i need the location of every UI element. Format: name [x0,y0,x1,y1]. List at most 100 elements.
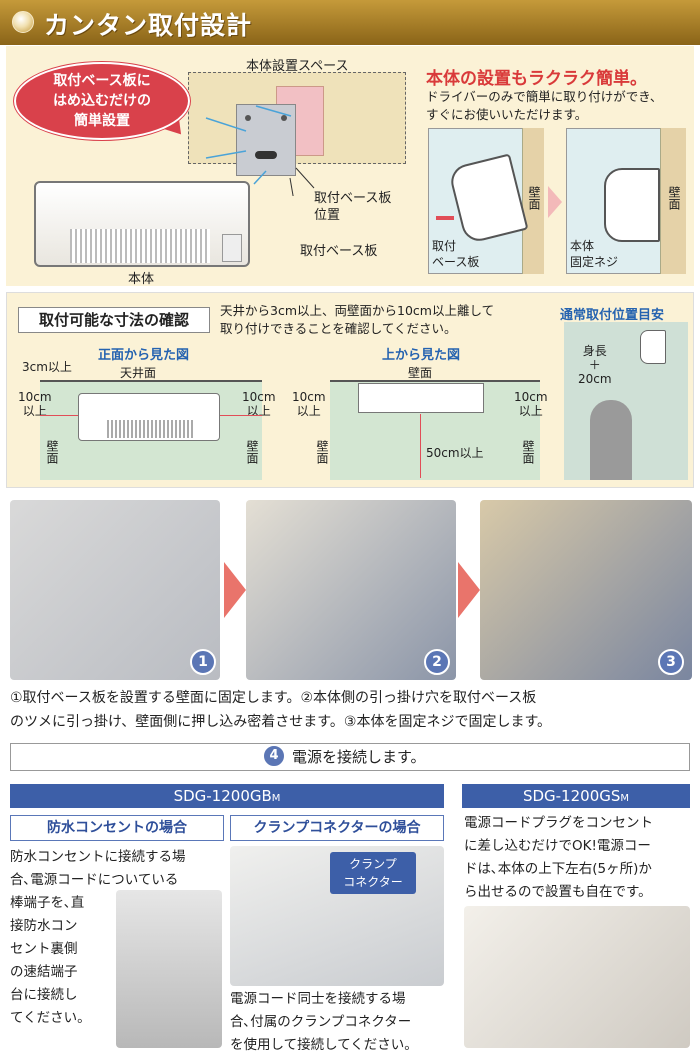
section-header [0,0,700,45]
unit-label: 本体 [128,272,155,287]
clamp-title: クランプコネクターの場合 [230,815,444,841]
dim-arrow [40,415,78,416]
power-step-bar [10,743,690,771]
text-line: ら出せるので設置も自在です。 [464,884,652,900]
unit-side-view-mounted [604,168,660,242]
usual-position-title: 通常取付位置目安 [560,308,665,323]
clamp-text: 電源コード同士を接続する場 合､付属のクランプコネクター を使用して接続してくだ… [230,988,448,1057]
section-title: カンタン取付設計 [44,11,253,40]
wall-strip [660,128,686,274]
waterproof-photo [116,890,222,1048]
step-number: 4 [262,744,286,768]
text-line: 台に接続し [10,987,78,1003]
right-10cm: 10cm 以上 [242,390,276,418]
screw-label: 本体 固定ネジ [570,238,618,270]
height-line: 20cm [578,372,612,386]
steps-description: ①取付ベース板を設置する壁面に固定します。②本体側の引っ掛け穴を取付ベース板 の… [10,686,694,734]
cm10-line: 以上 [246,404,271,418]
person-silhouette [590,400,632,480]
easy-install-desc: ドライバーのみで簡単に取り付けができ、 すぐにお使いいただけます。 [426,88,662,124]
height-label: 身長 ＋ 20cm [578,344,612,386]
plate-label: 取付ベース板 [300,244,378,259]
desc-line: のツメに引っ掛け、壁面側に押し込み密着させます。③本体を固定ネジで固定します。 [10,714,552,730]
model-gb-bar: SDG-1200GBM [10,784,444,808]
model-gs-bar: SDG-1200GSM [462,784,690,808]
unit-control-box [222,234,242,262]
dimension-title: 取付可能な寸法の確認 [18,307,210,333]
clamp-tag: クランプ コネクター [330,852,416,894]
ceiling-line [40,380,262,382]
callout-line: はめ込むだけの [53,93,151,109]
cm10-line: 10cm [514,390,548,404]
gs-text: 電源コードプラグをコンセント に差し込むだけでOK!電源コー ドは､本体の上下左… [464,812,694,904]
step-number: 3 [658,649,684,675]
text-line: 棒端子を､直 [10,895,85,911]
dim-arrow [220,415,262,416]
base-plate [236,104,296,176]
step-number: 2 [424,649,450,675]
model-gb-suffix: M [271,793,281,804]
wall-label: 壁面 [667,186,681,210]
cm10-line: 以上 [296,404,321,418]
front-unit [78,393,220,441]
wall-label: 壁面 [315,440,329,464]
waterproof-title: 防水コンセントの場合 [10,815,224,841]
step-arrow [458,562,480,618]
text-line: 合､付属のクランプコネクター [230,1014,412,1030]
plate-position-line: 取付ベース板 [314,191,392,206]
easy-install-title: 本体の設置もラクラク簡単。 [426,69,647,89]
text-line: を使用して接続してください。 [230,1037,418,1053]
ceiling-label: 天井面 [120,366,157,380]
desc-line: ①取付ベース板を設置する壁面に固定します。②本体側の引っ掛け穴を取付ベース板 [10,690,537,706]
step-number: 1 [190,649,216,675]
screw-line: 本体 [570,239,595,253]
text-line: 合､電源コードについている [10,872,179,888]
unit-grille [70,229,210,263]
cm10-line: 10cm [292,390,326,404]
dimension-note: 天井から3cm以上、両壁面から10cm以上離して 取り付けできることを確認してく… [220,302,494,338]
tag-line: クランプ [349,857,397,871]
wall-label: 壁面 [245,440,259,464]
cm10-line: 以上 [22,404,47,418]
text-line: 電源コードプラグをコンセント [464,815,653,831]
power-label: 電源を接続します。 [292,748,426,766]
callout-line: 簡単設置 [74,113,130,129]
wall-label: 壁面 [527,186,541,210]
text-line: の速結端子 [10,964,78,980]
step-arrow [548,186,562,218]
height-line: 身長 [582,344,607,358]
cm3-label: 3cm以上 [22,360,72,374]
note-line: 天井から3cm以上、両壁面から10cm以上離して [220,303,495,318]
desc-line: ドライバーのみで簡単に取り付けができ、 [426,89,663,104]
space-label: 本体設置スペース [246,59,349,74]
step-photo-2 [246,500,456,680]
left-10cm-top: 10cm 以上 [292,390,326,418]
text-line: に差し込むだけでOK!電源コー [464,838,651,854]
usual-unit [640,330,666,364]
text-line: 電源コード同士を接続する場 [230,991,406,1007]
bullet-icon [12,11,34,33]
cm10-line: 10cm [242,390,276,404]
text-line: セント裏側 [10,941,78,957]
model-gs: SDG-1200GS [522,787,621,805]
top-unit [358,383,484,413]
cm10-line: 10cm [18,390,52,404]
screw-lines [205,105,315,196]
step-arrow [224,562,246,618]
wall-line [330,380,540,382]
left-10cm: 10cm 以上 [18,390,52,418]
wall-strip [522,128,544,274]
dim-arrow [420,414,421,478]
plate-position-line: 位置 [314,208,341,223]
height-line: ＋ [588,358,601,372]
cm10-line: 以上 [518,404,543,418]
text-line: てください。 [10,1010,91,1026]
cm50-label: 50cm以上 [426,446,484,460]
callout-bubble: 取付ベース板に はめ込むだけの 簡単設置 [14,62,190,140]
wall-label: 壁面 [521,440,535,464]
model-gb: SDG-1200GB [173,787,272,805]
note-line: 取り付けできることを確認してください。 [220,321,457,336]
waterproof-text: 防水コンセントに接続する場 合､電源コードについている 棒端子を､直 接防水コン… [10,846,228,1030]
front-view-title: 正面から見た図 [98,348,190,363]
step-photo-3 [480,500,692,680]
